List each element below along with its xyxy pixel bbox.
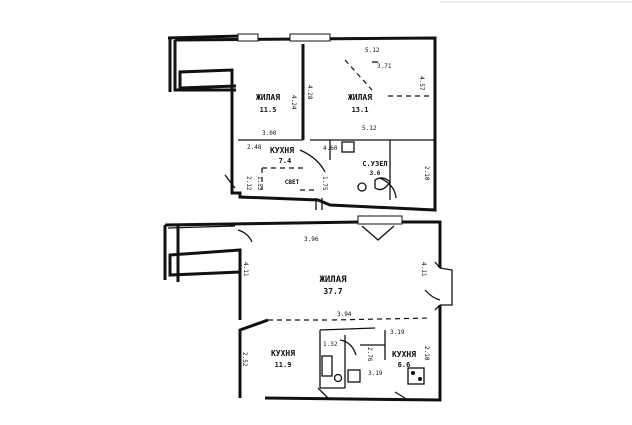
lower-dim-7: 1.32 — [323, 341, 338, 348]
lower-top-window-swing — [361, 225, 395, 241]
upper-dim-1: 4.24 — [290, 95, 297, 110]
upper-dim-5: 4.57 — [418, 76, 425, 91]
upper-window-1 — [237, 33, 259, 42]
room-upper-2-name: ЖИЛАЯ — [348, 93, 372, 102]
upper-light-label: СВЕТ — [285, 179, 300, 186]
lower-door-swing-3 — [339, 339, 357, 356]
lower-bay-window — [434, 261, 453, 311]
upper-window-2 — [289, 33, 331, 42]
upper-sink-icon — [341, 141, 355, 153]
upper-outer-wall — [173, 36, 437, 212]
upper-bath-icon — [374, 177, 391, 191]
room-lower-2-area: 11.9 — [275, 361, 292, 369]
upper-partition-kitchen — [238, 139, 435, 200]
lower-sink-icon — [347, 369, 361, 383]
lower-interior-walls — [319, 327, 386, 389]
room-lower-2-name: КУХНЯ — [271, 349, 295, 358]
room-upper-3-area: 7.4 — [279, 157, 292, 165]
room-upper-3-name: КУХНЯ — [270, 146, 294, 155]
upper-dim-11: 1.53 — [256, 176, 263, 191]
upper-door-swing-3 — [224, 174, 236, 189]
room-lower-3-name: КУХНЯ — [392, 350, 416, 359]
lower-dim-9: 3.19 — [368, 370, 383, 377]
upper-dim-13: 1.75 — [321, 176, 328, 191]
lower-stove-burner-1 — [411, 371, 415, 375]
lower-top-window — [357, 215, 403, 225]
room-upper-4-name: С.УЗЕЛ — [362, 160, 387, 168]
lower-dashed-partition — [268, 317, 431, 321]
lower-dim-4: 3.94 — [337, 311, 352, 318]
upper-dim-4: 3.71 — [377, 63, 392, 70]
upper-dim-7: 2.48 — [247, 144, 262, 151]
lower-plan: ЖИЛАЯ 37.7 КУХНЯ 11.9 КУХНЯ 6.6 3.96 4.1… — [163, 215, 453, 402]
lower-dim-2: 4.11 — [242, 262, 249, 277]
upper-dim-3: 5.12 — [365, 47, 380, 54]
lower-dim-5: 3.19 — [390, 329, 405, 336]
room-upper-1-area: 11.5 — [260, 106, 277, 114]
room-lower-3-area: 6.6 — [398, 361, 411, 369]
lower-stove-burner-2 — [418, 377, 422, 381]
upper-plan: ЖИЛАЯ 11.5 ЖИЛАЯ 13.1 КУХНЯ 7.4 С.УЗЕЛ 3… — [167, 33, 437, 212]
upper-left-wing-wall — [167, 34, 241, 92]
lower-stove-icon — [407, 367, 425, 385]
upper-dim-12: 2.10 — [423, 166, 430, 181]
lower-dim-10: 2.10 — [423, 346, 430, 361]
room-lower-1-area: 37.7 — [323, 287, 342, 296]
lower-dim-1: 3.96 — [304, 236, 319, 243]
upper-toilet-icon — [357, 182, 367, 192]
lower-bath-icon — [321, 355, 333, 377]
room-upper-4-area: 3.6 — [370, 170, 381, 177]
upper-dim-10: 2.12 — [245, 176, 252, 191]
upper-dim-2: 4.28 — [306, 85, 313, 100]
upper-dashed-lines — [261, 59, 430, 191]
lower-dim-3: 4.11 — [420, 262, 427, 277]
room-upper-1-name: ЖИЛАЯ — [256, 93, 280, 102]
lower-dim-8: 2.76 — [366, 347, 373, 362]
upper-dim-6: 3.00 — [262, 130, 277, 137]
upper-dim-8: 4.60 — [323, 145, 338, 152]
lower-left-wing-detail — [167, 225, 236, 229]
lower-door-swing-2 — [424, 289, 441, 301]
lower-door-swing-1 — [237, 229, 253, 243]
upper-door-swing-2 — [379, 177, 397, 199]
lower-left-wing-wall — [163, 225, 180, 282]
lower-dim-6: 2.52 — [241, 352, 248, 367]
upper-dim-9: 5.12 — [362, 125, 377, 132]
room-upper-2-area: 13.1 — [352, 106, 369, 114]
lower-toilet-icon — [333, 373, 343, 383]
lower-entry-marks — [317, 387, 406, 399]
room-lower-1-name: ЖИЛАЯ — [319, 275, 347, 285]
upper-door-swing-1 — [299, 149, 326, 173]
upper-stair-gap — [315, 198, 323, 210]
lower-outer-wall — [164, 220, 442, 402]
